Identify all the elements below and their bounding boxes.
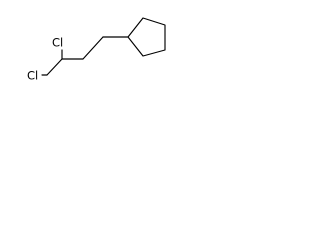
chlorine-label-top: Cl — [52, 36, 63, 50]
bond-c3-c4 — [82, 36, 104, 60]
cyclopentane-ring — [127, 17, 166, 57]
bond-c1-c2 — [46, 58, 63, 76]
structure-diagram: Cl Cl — [0, 0, 192, 100]
molecule-svg: Cl Cl — [27, 17, 166, 83]
chlorine-label-bottom: Cl — [27, 69, 38, 83]
